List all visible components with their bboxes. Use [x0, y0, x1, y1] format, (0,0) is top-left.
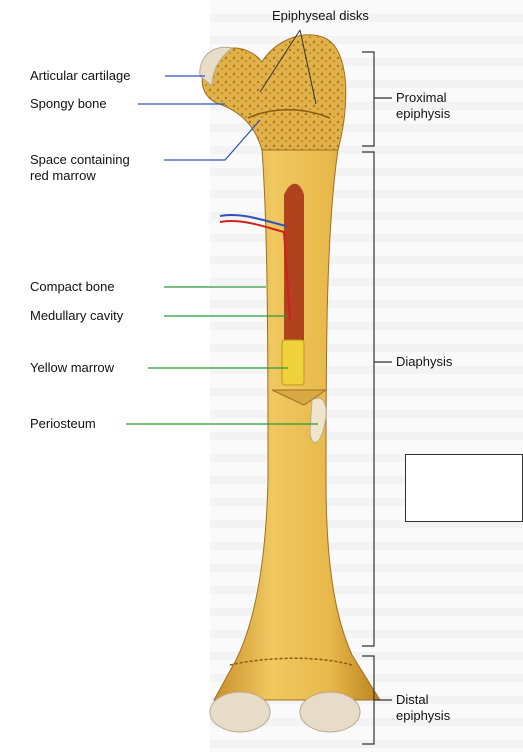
leader-red-marrow	[164, 120, 260, 160]
label-spongy-bone: Spongy bone	[30, 96, 107, 112]
distal-condyle-right	[300, 692, 360, 732]
label-space-red-marrow: Space containing red marrow	[30, 152, 130, 184]
label-proximal-epiphysis: Proximal epiphysis	[396, 90, 450, 122]
label-articular-cartilage: Articular cartilage	[30, 68, 130, 84]
label-medullary-cavity: Medullary cavity	[30, 308, 123, 324]
yellow-marrow-shape	[282, 340, 304, 385]
bracket-diaphysis	[362, 152, 374, 646]
label-compact-bone: Compact bone	[30, 279, 115, 295]
label-periosteum: Periosteum	[30, 416, 96, 432]
label-yellow-marrow: Yellow marrow	[30, 360, 114, 376]
bracket-proximal	[362, 52, 374, 146]
distal-condyle-left	[210, 692, 270, 732]
label-epiphyseal-disks: Epiphyseal disks	[272, 8, 369, 24]
label-diaphysis: Diaphysis	[396, 354, 452, 370]
blank-label-box	[405, 454, 523, 522]
label-distal-epiphysis: Distal epiphysis	[396, 692, 450, 724]
